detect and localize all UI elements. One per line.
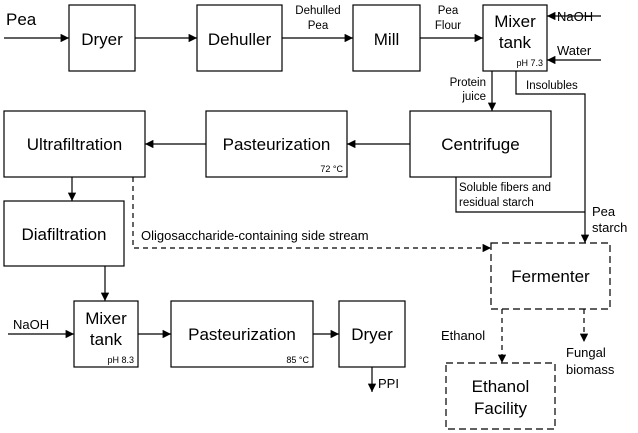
fermenter-box: Fermenter <box>490 242 611 310</box>
fungal-biomass-label-line1: Fungal <box>566 345 606 360</box>
pasteurization-box-2: Pasteurization 85 °C <box>170 300 314 368</box>
mill-box: Mill <box>352 4 421 72</box>
dehuller-label: Dehuller <box>208 30 272 49</box>
dryer-label-2: Dryer <box>351 325 393 344</box>
pasteurization-2-temp: 85 °C <box>286 355 309 365</box>
dehuller-box: Dehuller <box>196 4 283 72</box>
protein-juice-label-line2: juice <box>461 91 486 103</box>
ethanol-label: Ethanol <box>441 328 485 343</box>
mixer-tank-2-line2: tank <box>90 330 123 349</box>
pea-flour-label-line2: Flour <box>435 20 461 32</box>
mixer-tank-1-ph: pH 7.3 <box>516 58 543 68</box>
fermenter-label: Fermenter <box>511 267 590 286</box>
diafiltration-label: Diafiltration <box>21 225 106 244</box>
insolubles-label: Insolubles <box>526 80 578 92</box>
insolubles-arrow <box>515 71 590 243</box>
ultrafiltration-label: Ultrafiltration <box>27 135 122 154</box>
mixer-tank-1-line1: Mixer <box>494 12 536 31</box>
mixer-tank-2-ph: pH 8.3 <box>107 355 134 365</box>
mixer-tank-1-line2: tank <box>499 33 532 52</box>
ethanol-facility-box: Ethanol Facility <box>445 362 556 430</box>
ultrafiltration-box: Ultrafiltration <box>3 110 146 178</box>
diafiltration-box: Diafiltration <box>3 200 125 267</box>
soluble-fibers-line <box>455 177 585 213</box>
pea-starch-label-line2: starch <box>592 220 627 235</box>
dryer-box-2: Dryer <box>338 300 406 368</box>
ethanol-facility-line2: Facility <box>474 399 527 418</box>
mixer-tank-box-2: Mixer tank pH 8.3 <box>73 300 139 368</box>
soluble-fibers-label-line1: Soluble fibers and <box>459 182 551 194</box>
pea-label: Pea <box>6 10 37 29</box>
mixer-tank-box-1: Mixer tank pH 7.3 <box>482 4 548 72</box>
ppi-label: PPI <box>378 376 399 391</box>
pasteurization-box-1: Pasteurization 72 °C <box>205 110 348 178</box>
protein-juice-label-line1: Protein <box>450 77 486 89</box>
pea-flour-label-line1: Pea <box>438 5 459 17</box>
water-label: Water <box>557 43 592 58</box>
pea-starch-label-line1: Pea <box>592 204 616 219</box>
naoh-label-2: NaOH <box>13 317 49 332</box>
oligosaccharide-side-stream-arrow <box>132 177 491 253</box>
dehulled-pea-label-line1: Dehulled <box>295 5 340 17</box>
dehulled-pea-label-line2: Pea <box>308 20 329 32</box>
pasteurization-1-temp: 72 °C <box>320 164 343 174</box>
fungal-biomass-label-line2: biomass <box>566 362 615 377</box>
pasteurization-2-label: Pasteurization <box>188 325 296 344</box>
mixer-tank-2-line1: Mixer <box>85 309 127 328</box>
naoh-label-1: NaOH <box>557 9 593 24</box>
pasteurization-1-label: Pasteurization <box>223 135 331 154</box>
soluble-fibers-label-line2: residual starch <box>459 197 534 209</box>
mill-label: Mill <box>374 30 400 49</box>
oligosaccharide-label: Oligosaccharide-containing side stream <box>141 228 369 243</box>
dryer-box-1: Dryer <box>68 4 136 72</box>
dryer-label-1: Dryer <box>81 30 123 49</box>
centrifuge-box: Centrifuge <box>409 110 552 178</box>
centrifuge-label: Centrifuge <box>441 135 519 154</box>
ethanol-facility-line1: Ethanol <box>472 377 530 396</box>
